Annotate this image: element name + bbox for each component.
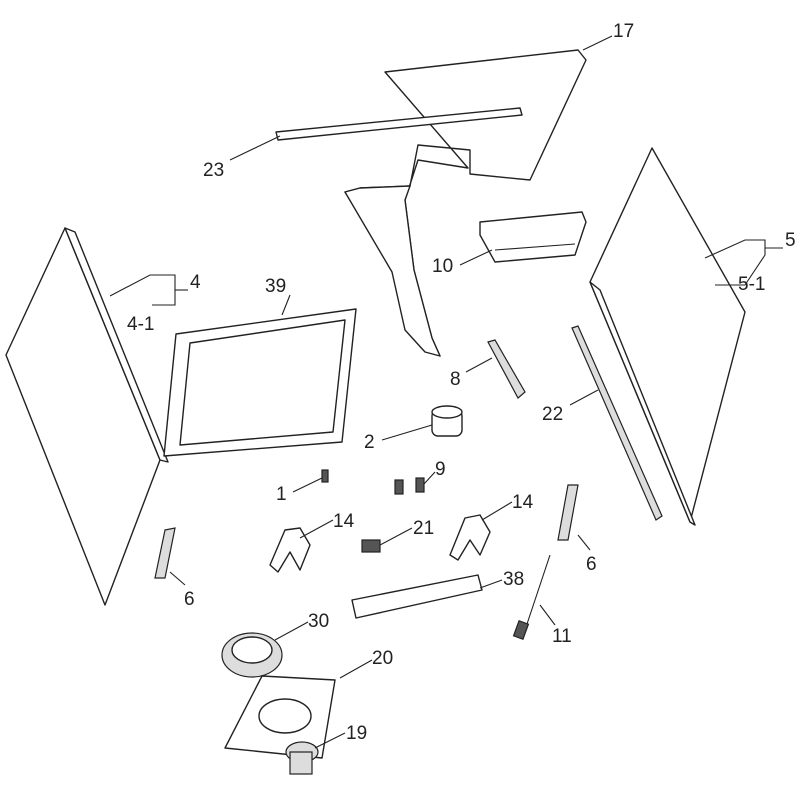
- part-20-gasket: [224, 675, 336, 759]
- callout-2: 2: [364, 432, 375, 453]
- callout-6-left: 6: [184, 589, 195, 610]
- callout-19: 19: [346, 723, 367, 744]
- part-38-bar: [351, 574, 483, 619]
- callout-21: 21: [413, 518, 434, 539]
- callout-39: 39: [265, 276, 286, 297]
- callout-11: 11: [552, 626, 572, 647]
- callout-22: 22: [542, 404, 563, 425]
- part-4-left-side-panel: [5, 227, 169, 606]
- part-6-spring-left: [154, 527, 176, 579]
- callout-23: 23: [203, 160, 224, 181]
- part-14-hinge-right: [449, 514, 491, 561]
- callout-6-right: 6: [586, 554, 597, 575]
- callout-8: 8: [450, 369, 461, 390]
- callout-17: 17: [613, 21, 634, 42]
- part-17-top-panel: [344, 49, 587, 357]
- callout-14-right: 14: [512, 492, 534, 513]
- callout-38: 38: [503, 569, 524, 590]
- callout-4: 4: [190, 272, 201, 293]
- part-2-motor: [431, 405, 463, 437]
- callout-20: 20: [372, 648, 393, 669]
- part-6-spring-right: [557, 484, 579, 541]
- part-5-right-side-panel: [589, 147, 746, 526]
- callout-30: 30: [308, 611, 329, 632]
- part-1-pin: [321, 469, 329, 483]
- leader-lines: [109, 35, 783, 749]
- part-14-hinge-left: [269, 527, 311, 573]
- part-21-switch: [361, 539, 381, 553]
- part-9-clip: [394, 479, 404, 495]
- callout-4-1: 4-1: [127, 314, 154, 335]
- callout-5-1: 5-1: [738, 274, 765, 295]
- part-10-housing: [479, 211, 587, 263]
- callout-5: 5: [785, 230, 796, 251]
- part-39-door-frame: [163, 308, 357, 457]
- part-11-cable: [512, 554, 551, 640]
- part-19-fitting: [285, 741, 319, 775]
- part-8-bracket: [487, 339, 526, 399]
- part-30-ring: [221, 632, 283, 678]
- callout-10: 10: [432, 256, 453, 277]
- part-22-rod: [571, 325, 663, 521]
- callout-1: 1: [276, 484, 287, 505]
- callout-14-left: 14: [333, 511, 355, 532]
- part-9-clip: [415, 477, 425, 493]
- callout-9: 9: [435, 459, 446, 480]
